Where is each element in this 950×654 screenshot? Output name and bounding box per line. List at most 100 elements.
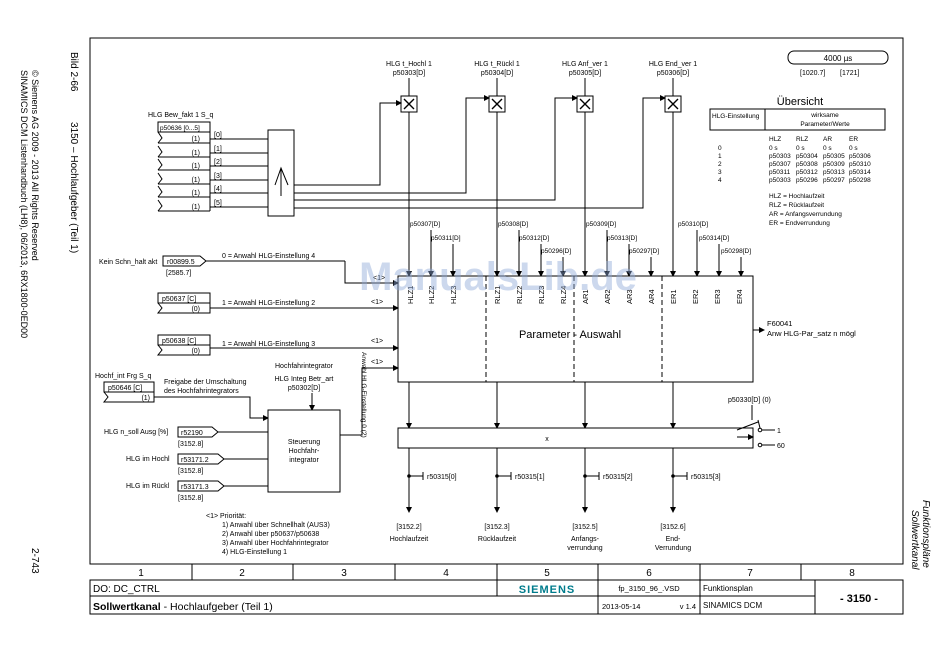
svg-text:p50297: p50297 bbox=[823, 177, 845, 184]
svg-text:HLZ3: HLZ3 bbox=[449, 286, 458, 304]
svg-text:ER3: ER3 bbox=[713, 289, 722, 304]
svg-text:wirksame: wirksame bbox=[810, 112, 839, 119]
cycle-time-value: 4000 µs bbox=[824, 54, 853, 63]
svg-text:[3152.2]: [3152.2] bbox=[396, 524, 421, 531]
svg-text:(1): (1) bbox=[141, 395, 150, 402]
svg-text:p50310[D]: p50310[D] bbox=[678, 221, 708, 228]
svg-text:p50296: p50296 bbox=[796, 177, 818, 184]
svg-text:p50308[D]: p50308[D] bbox=[498, 221, 528, 228]
svg-text:HLG t_Rückl 1: HLG t_Rückl 1 bbox=[474, 61, 520, 68]
svg-text:60: 60 bbox=[777, 443, 785, 450]
svg-text:[3152.5]: [3152.5] bbox=[572, 524, 597, 531]
svg-text:(1): (1) bbox=[191, 177, 200, 184]
svg-text:6: 6 bbox=[646, 568, 652, 579]
svg-text:p50305: p50305 bbox=[823, 153, 845, 160]
svg-text:p50309: p50309 bbox=[823, 161, 845, 168]
bew-fakt-param bbox=[157, 121, 211, 133]
param-columns: HLZ1 HLZ2 HLZ3 RLZ1 RLZ2 RLZ3 RLZ4 AR1 A… bbox=[406, 286, 744, 304]
cycle-ref-a: [1020.7] bbox=[800, 70, 825, 77]
svg-text:r53171.2: r53171.2 bbox=[181, 457, 209, 464]
output-3: r50315[3] [3152.6] End- Verrundung bbox=[655, 448, 721, 552]
svg-text:2) Anwahl über p50637/p50638: 2) Anwahl über p50637/p50638 bbox=[222, 531, 319, 538]
multiplier-bar bbox=[397, 427, 754, 449]
svg-text:r00899.5: r00899.5 bbox=[167, 259, 195, 266]
svg-text:(1): (1) bbox=[191, 190, 200, 197]
svg-text:0 s: 0 s bbox=[823, 145, 832, 152]
svg-text:r53171.3: r53171.3 bbox=[181, 484, 209, 491]
svg-text:[3152.3]: [3152.3] bbox=[484, 524, 509, 531]
svg-text:r50315[2]: r50315[2] bbox=[603, 474, 633, 481]
svg-text:2: 2 bbox=[239, 568, 245, 579]
bew-fakt-label: HLG Bew_fakt 1 S_q bbox=[148, 112, 213, 119]
svg-text:[3]: [3] bbox=[214, 173, 222, 180]
svg-text:ER = Endverrundung: ER = Endverrundung bbox=[769, 220, 830, 227]
siemens-logo: SIEMENS bbox=[519, 584, 576, 596]
svg-text:p50304[D]: p50304[D] bbox=[481, 70, 513, 77]
svg-text:Hochlaufzeit: Hochlaufzeit bbox=[390, 536, 429, 543]
svg-text:HLG t_Hochl 1: HLG t_Hochl 1 bbox=[386, 61, 432, 68]
svg-text:r50315[3]: r50315[3] bbox=[691, 474, 721, 481]
svg-text:0 s: 0 s bbox=[796, 145, 805, 152]
svg-text:1) Anwahl über Schnellhalt (AU: 1) Anwahl über Schnellhalt (AUS3) bbox=[222, 522, 330, 529]
svg-text:0 s: 0 s bbox=[769, 145, 778, 152]
hochfahr-outputs: HLG n_soll Ausg [%] r52190 [3152.8] HLG … bbox=[104, 426, 268, 502]
svg-text:2: 2 bbox=[718, 161, 722, 168]
svg-text:p50313[D]: p50313[D] bbox=[607, 235, 637, 242]
svg-text:p50638 [C]: p50638 [C] bbox=[162, 338, 196, 345]
output-1: r50315[1] [3152.3] Rücklaufzeit bbox=[478, 448, 545, 543]
vertical-anwahl-text: Anwahl HLG-Einstellung 0 (2) bbox=[360, 352, 367, 438]
svg-text:[5]: [5] bbox=[214, 200, 222, 207]
svg-text:[0]: [0] bbox=[214, 132, 222, 139]
svg-text:Hochf_int Frg S_q: Hochf_int Frg S_q bbox=[95, 373, 152, 380]
svg-text:7: 7 bbox=[747, 568, 753, 579]
svg-text:(0): (0) bbox=[191, 306, 200, 313]
svg-text:1: 1 bbox=[718, 153, 722, 160]
svg-text:p50307[D]: p50307[D] bbox=[410, 221, 440, 228]
svg-text:(1): (1) bbox=[191, 204, 200, 211]
svg-text:3) Anwahl über Hochfahrintegra: 3) Anwahl über Hochfahrintegrator bbox=[222, 540, 329, 547]
svg-text:4: 4 bbox=[718, 177, 722, 184]
svg-text:<1> Priorität:: <1> Priorität: bbox=[206, 513, 246, 520]
parameter-selection-title: Parameter - Auswahl bbox=[519, 329, 621, 341]
svg-text:p50313: p50313 bbox=[823, 169, 845, 176]
svg-text:(1): (1) bbox=[191, 163, 200, 170]
svg-text:p50312[D]: p50312[D] bbox=[519, 235, 549, 242]
svg-text:p50297[D]: p50297[D] bbox=[629, 248, 659, 255]
freigabe-input: Hochf_int Frg S_q p50646 [C] (1) Freigab… bbox=[95, 373, 269, 421]
svg-text:ER2: ER2 bbox=[691, 289, 700, 304]
svg-text:HLG im Rückl: HLG im Rückl bbox=[126, 483, 170, 490]
svg-text:ER: ER bbox=[849, 136, 858, 143]
svg-text:integrator: integrator bbox=[289, 457, 319, 464]
svg-text:Rücklaufzeit: Rücklaufzeit bbox=[478, 536, 516, 543]
svg-text:HLG Anf_ver 1: HLG Anf_ver 1 bbox=[562, 61, 608, 68]
svg-text:p50307: p50307 bbox=[769, 161, 791, 168]
svg-text:HLZ2: HLZ2 bbox=[427, 286, 436, 304]
svg-text:RLZ = Rücklaufzeit: RLZ = Rücklaufzeit bbox=[769, 202, 824, 209]
svg-text:Kein Schn_halt akt: Kein Schn_halt akt bbox=[99, 259, 157, 266]
svg-text:HLG End_ver 1: HLG End_ver 1 bbox=[649, 61, 697, 68]
bew-fakt-rows: (1) (1) (1) (1) (1) (1) [0] [1] [2] [3] … bbox=[157, 131, 268, 212]
svg-text:[2585.7]: [2585.7] bbox=[166, 270, 191, 277]
svg-text:Steuerung: Steuerung bbox=[288, 439, 320, 446]
svg-text:[2]: [2] bbox=[214, 159, 222, 166]
priority-notes: <1> Priorität: 1) Anwahl über Schnellhal… bbox=[206, 513, 330, 556]
svg-text:r50315[0]: r50315[0] bbox=[427, 474, 457, 481]
svg-text:HLG-Einstellung: HLG-Einstellung bbox=[712, 113, 760, 120]
output-0: r50315[0] [3152.2] Hochlaufzeit bbox=[390, 448, 457, 543]
svg-text:Freigabe der Umschaltung: Freigabe der Umschaltung bbox=[164, 379, 247, 386]
output-2: r50315[2] [3152.5] Anfangs- verrundung bbox=[567, 448, 633, 552]
svg-text:p50314: p50314 bbox=[849, 169, 871, 176]
svg-text:(1): (1) bbox=[191, 136, 200, 143]
svg-text:3: 3 bbox=[341, 568, 347, 579]
svg-text:Hochfahr-: Hochfahr- bbox=[289, 448, 320, 455]
svg-text:p50308: p50308 bbox=[796, 161, 818, 168]
index-selector bbox=[267, 129, 295, 217]
svg-text:p50312: p50312 bbox=[796, 169, 818, 176]
svg-text:p50303: p50303 bbox=[769, 153, 791, 160]
hlg-param-4: HLG End_ver 1 p50306[D] bbox=[649, 61, 697, 113]
hlg-param-2: HLG t_Rückl 1 p50304[D] bbox=[474, 61, 520, 113]
svg-text:RLZ1: RLZ1 bbox=[493, 286, 502, 304]
svg-text:HLG n_soll Ausg [%]: HLG n_soll Ausg [%] bbox=[104, 429, 168, 436]
svg-text:p50310: p50310 bbox=[849, 161, 871, 168]
